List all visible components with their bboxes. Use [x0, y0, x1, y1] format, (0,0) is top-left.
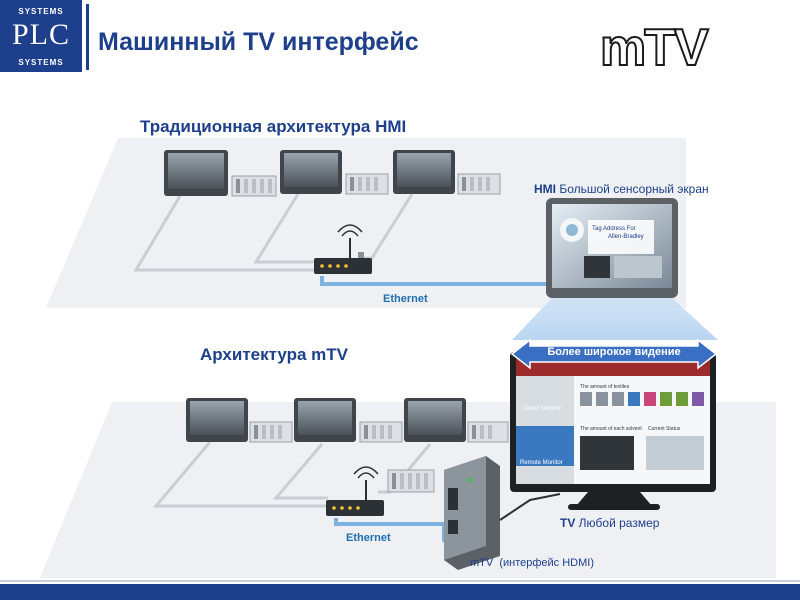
mtv-device-caption: mTV (интерфейс HDMI): [470, 557, 595, 569]
traditional-architecture-heading: Традиционная архитектура HMI: [140, 117, 407, 136]
traditional-hmi-unit-3: [393, 150, 501, 195]
tv-monitor: Direct Monitor Remote Monitor The amount…: [510, 352, 716, 510]
wider-view-label: Более широкое видение: [547, 346, 681, 358]
tv-panel-label-1: The amount of textiles: [580, 384, 630, 390]
wider-view-arrow: [510, 338, 718, 370]
hmi-caption-bold: HMI: [534, 182, 556, 196]
hmi-caption-text: Большой сенсорный экран: [556, 182, 709, 196]
tv-menu-item-1: Direct Monitor: [524, 406, 561, 412]
hmi-screen-text-1: Tag Address For: [592, 226, 636, 232]
mtv-hmi-unit-2: [294, 398, 403, 443]
traditional-hmi-unit-2: [280, 150, 389, 195]
tv-panel-label-3: Current Status: [648, 426, 681, 432]
mtv-ethernet-label: Ethernet: [346, 532, 391, 544]
large-hmi-touchscreen: Tag Address For Allen-Bradley: [546, 198, 678, 298]
footer-divider: [0, 580, 800, 582]
mtv-brand-logo: mTV: [599, 19, 710, 77]
logo-top-text: SYSTEMS: [18, 7, 64, 16]
logo-main-text: PLC: [11, 18, 71, 51]
mtv-hmi-unit-1: [186, 398, 293, 443]
view-beam: [512, 298, 718, 340]
mtv-device: [444, 456, 500, 570]
logo-bottom-text: SYSTEMS: [18, 58, 64, 67]
mtv-network-switch: [326, 466, 384, 516]
mtv-hmi-unit-3: [404, 398, 509, 443]
tv-panel-label-2: The amount of each solvent: [580, 426, 642, 432]
title-divider: [86, 4, 89, 70]
traditional-io-module: [358, 252, 364, 258]
hmi-screen-text-2: Allen-Bradley: [608, 234, 644, 240]
footer-bar: [0, 584, 800, 600]
mtv-architecture-heading: Архитектура mTV: [200, 345, 349, 364]
plc-systems-logo: SYSTEMS PLC SYSTEMS: [0, 0, 82, 72]
tv-caption-text: Любой размер: [575, 516, 660, 530]
mtv-io-module: [387, 469, 435, 493]
traditional-ethernet-label: Ethernet: [383, 293, 428, 305]
hdmi-cable: [499, 493, 561, 521]
header: SYSTEMS PLC SYSTEMS Машинный TV интерфей…: [0, 0, 800, 84]
traditional-ethernet-cable: [320, 276, 548, 286]
traditional-network-switch: [314, 224, 372, 274]
traditional-hmi-unit-1: [164, 150, 277, 197]
page-title: Машинный TV интерфейс: [98, 28, 419, 56]
tv-caption: TV Любой размер: [560, 516, 659, 530]
hmi-caption: HMI Большой сенсорный экран: [534, 182, 709, 196]
tv-caption-bold: TV: [560, 516, 576, 530]
tv-menu-item-2: Remote Monitor: [520, 460, 563, 466]
